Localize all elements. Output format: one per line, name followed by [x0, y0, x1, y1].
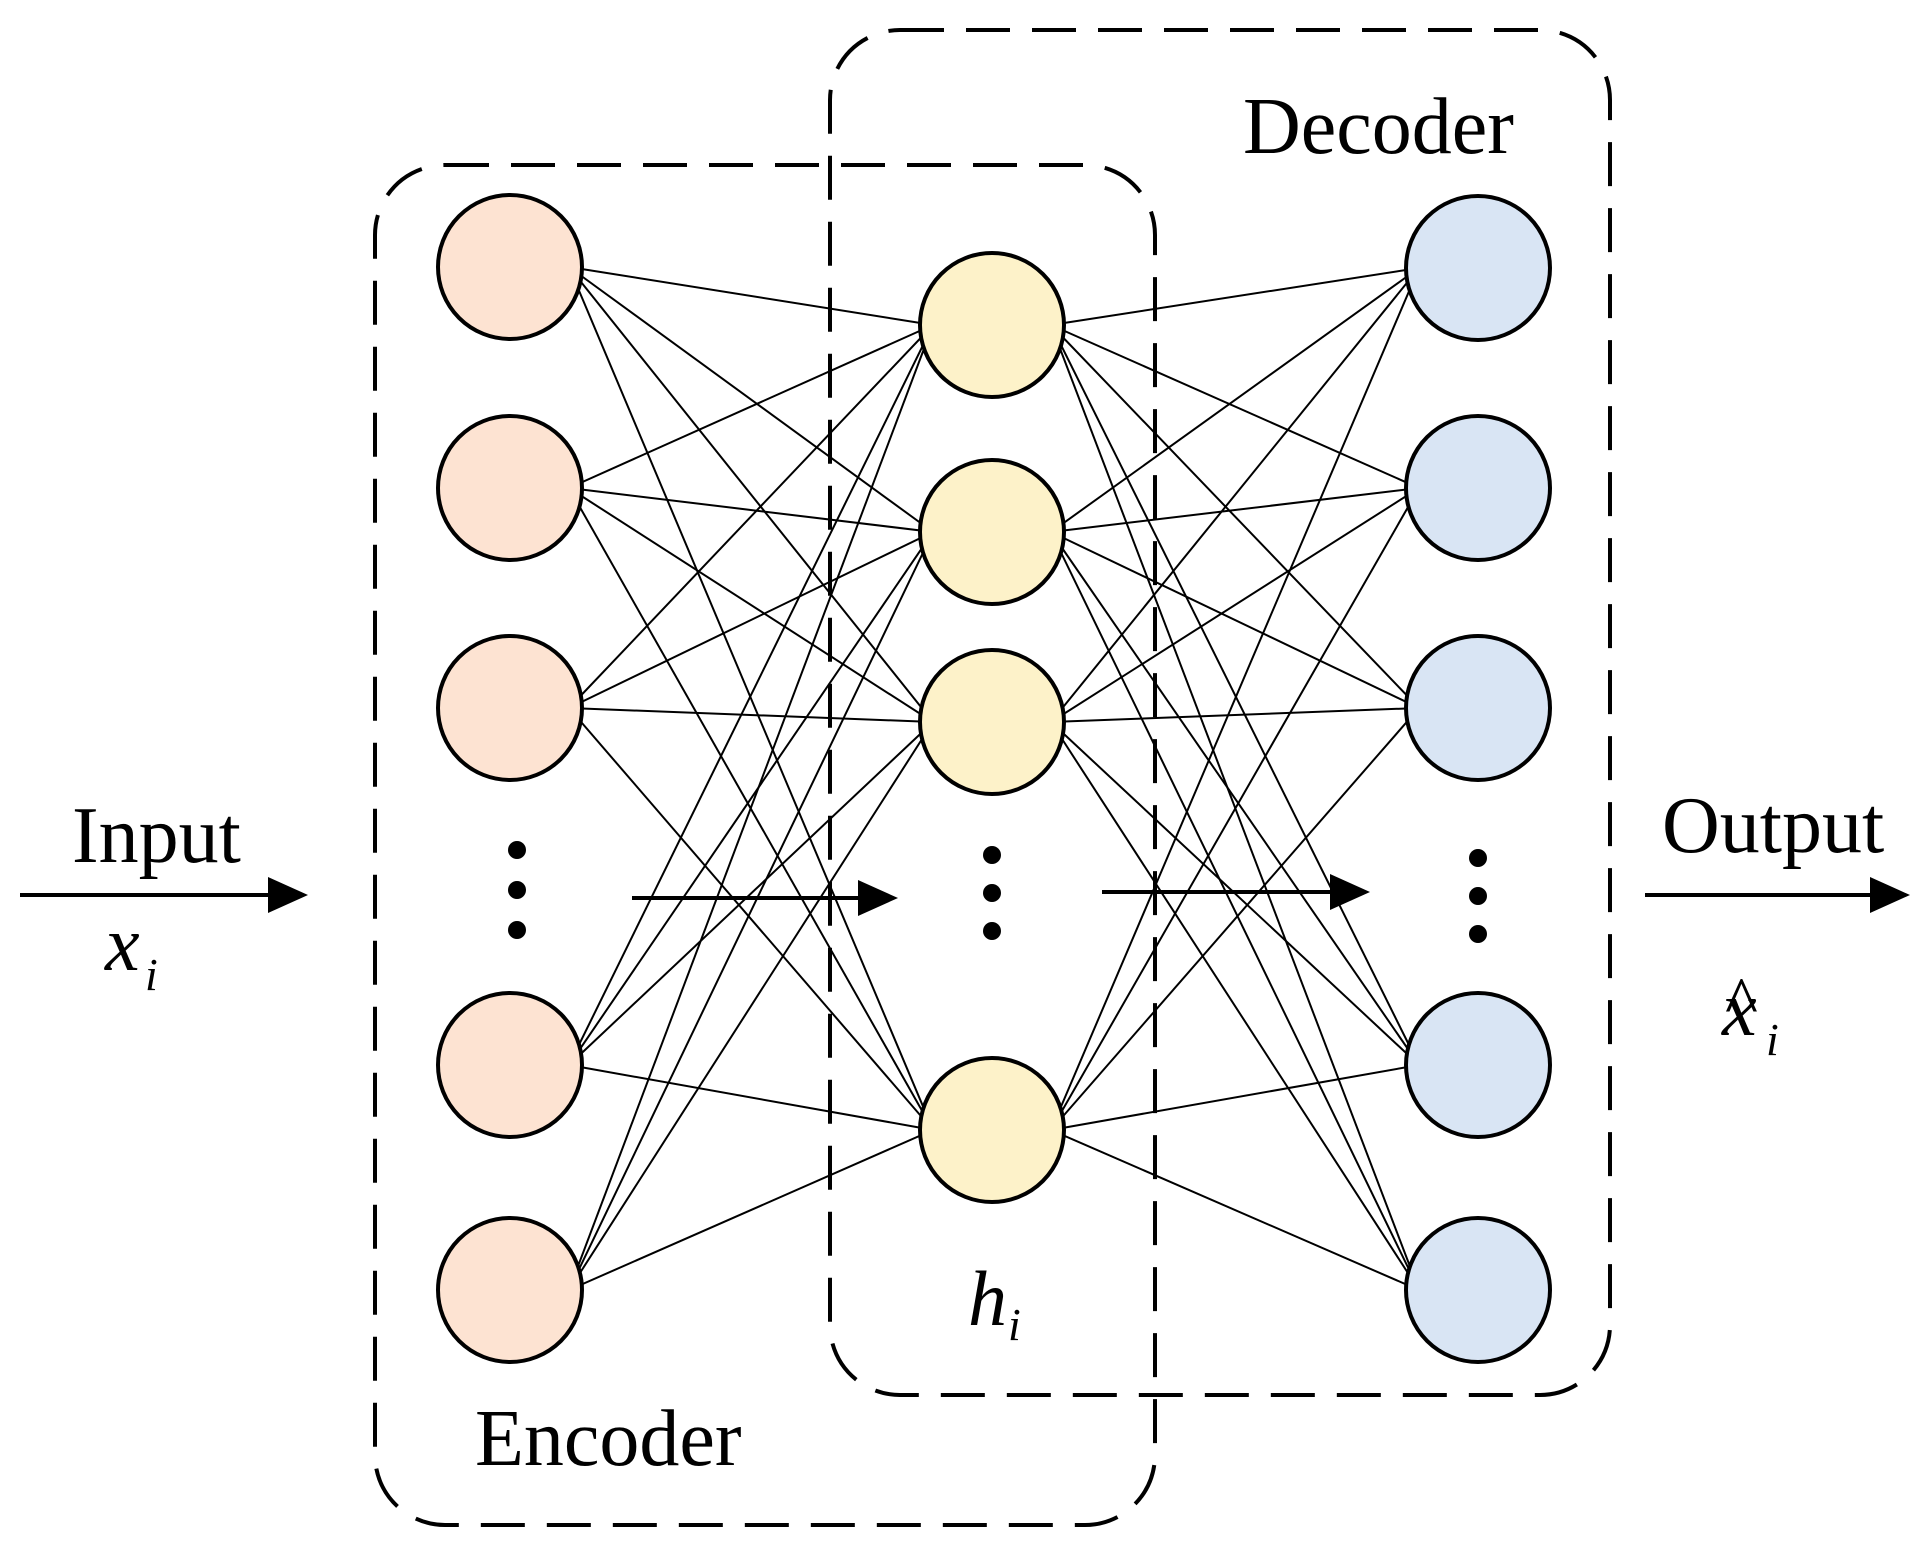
- input-2-to-hidden-2-edge: [568, 487, 934, 533]
- output-hat: ^: [1725, 964, 1758, 1041]
- output-node-2: [1404, 414, 1552, 562]
- hidden-2-to-output-1-edge: [1050, 267, 1420, 533]
- hidden-node-4: [918, 1056, 1066, 1204]
- encoder-label: Encoder: [475, 1395, 742, 1483]
- input-5-to-hidden-4-edge: [568, 1129, 934, 1291]
- hidden-node-2: [918, 458, 1066, 606]
- input-3-to-hidden-4-edge: [568, 707, 934, 1131]
- input-5-to-hidden-2-edge: [568, 531, 934, 1291]
- input-1-to-hidden-2-edge: [568, 266, 934, 533]
- hidden-3-to-output-2-edge: [1050, 487, 1420, 723]
- input-1-to-hidden-4-edge: [568, 266, 934, 1131]
- hidden-layer-ellipsis: [983, 846, 1001, 940]
- decoder-box: [828, 28, 1612, 1397]
- input-2-to-hidden-3-edge: [568, 487, 934, 723]
- hidden-symbol: h i: [968, 1255, 1021, 1350]
- input-subscript: i: [145, 949, 158, 1000]
- hidden-2-to-output-3-edge: [1050, 531, 1420, 709]
- output-label: Output: [1662, 782, 1884, 870]
- input-node-1: [436, 193, 584, 341]
- input-variable: x: [104, 900, 140, 987]
- input-3-to-hidden-1-edge: [568, 324, 934, 709]
- output-subscript: i: [1766, 1014, 1779, 1065]
- output-node-3: [1404, 634, 1552, 782]
- input-symbol: x i: [104, 900, 158, 1000]
- input-4-to-hidden-4-edge: [568, 1064, 934, 1131]
- input-node-2: [436, 414, 584, 562]
- input-4-to-hidden-3-edge: [568, 721, 934, 1066]
- output-layer-ellipsis: [1469, 849, 1487, 943]
- hidden-variable: h: [968, 1255, 1007, 1342]
- output-symbol: ^ x i: [1721, 964, 1779, 1065]
- input-3-to-hidden-3-edge: [569, 707, 933, 723]
- input-1-to-hidden-1-edge: [568, 266, 934, 326]
- input-5-to-hidden-3-edge: [568, 721, 934, 1291]
- hidden-3-to-output-5-edge: [1050, 721, 1420, 1291]
- hidden-4-to-output-1-edge: [1050, 267, 1420, 1131]
- input-4-to-hidden-2-edge: [568, 531, 934, 1066]
- network-nodes: [436, 193, 1552, 1364]
- hidden-subscript: i: [1008, 1299, 1021, 1350]
- hidden-2-to-output-4-edge: [1050, 531, 1420, 1066]
- decoder-flow-arrow: [1102, 874, 1370, 910]
- connection-lines: [568, 266, 1420, 1291]
- output-node-4: [1404, 991, 1552, 1139]
- hidden-4-to-output-4-edge: [1050, 1064, 1420, 1131]
- hidden-3-to-output-1-edge: [1050, 267, 1420, 723]
- input-node-5: [436, 1216, 584, 1364]
- input-5-to-hidden-1-edge: [568, 324, 934, 1291]
- input-1-to-hidden-3-edge: [568, 266, 934, 723]
- output-node-5: [1404, 1216, 1552, 1364]
- input-3-to-hidden-2-edge: [568, 531, 934, 709]
- hidden-4-to-output-5-edge: [1050, 1129, 1420, 1291]
- hidden-3-to-output-3-edge: [1051, 707, 1419, 723]
- hidden-2-to-output-5-edge: [1050, 531, 1420, 1291]
- input-4-to-hidden-1-edge: [568, 324, 934, 1066]
- encoder-flow-arrow: [632, 880, 898, 916]
- input-layer-ellipsis: [508, 841, 526, 939]
- output-node-1: [1404, 194, 1552, 342]
- input-node-3: [436, 634, 584, 782]
- hidden-node-1: [918, 251, 1066, 399]
- hidden-1-to-output-3-edge: [1050, 324, 1420, 709]
- input-node-4: [436, 991, 584, 1139]
- hidden-2-to-output-2-edge: [1050, 487, 1420, 533]
- hidden-4-to-output-3-edge: [1050, 707, 1420, 1131]
- output-variable: x: [1721, 965, 1757, 1052]
- hidden-1-to-output-2-edge: [1050, 324, 1420, 489]
- hidden-node-3: [918, 648, 1066, 796]
- hidden-1-to-output-4-edge: [1050, 324, 1420, 1066]
- input-arrow: [20, 877, 308, 913]
- encoder-box: [373, 163, 1157, 1527]
- decoder-label: Decoder: [1243, 83, 1514, 171]
- input-label: Input: [72, 792, 241, 880]
- hidden-4-to-output-2-edge: [1050, 487, 1420, 1131]
- output-arrow: [1645, 877, 1910, 913]
- input-2-to-hidden-1-edge: [568, 324, 934, 489]
- hidden-1-to-output-1-edge: [1050, 267, 1420, 326]
